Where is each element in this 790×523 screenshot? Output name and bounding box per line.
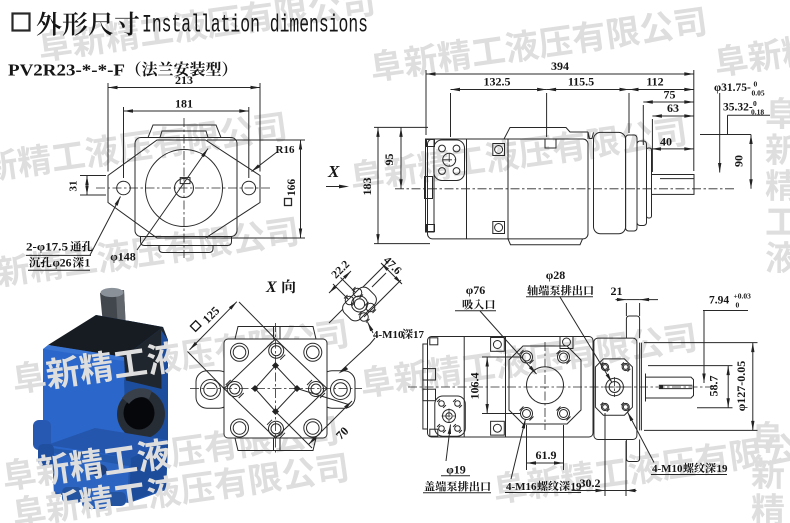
svg-text:Installation dimensions: Installation dimensions [142, 11, 368, 40]
svg-text:22.2: 22.2 [330, 258, 353, 281]
svg-text:132.5: 132.5 [484, 75, 511, 89]
svg-text:φ148: φ148 [110, 250, 136, 264]
svg-text:0: 0 [753, 99, 757, 108]
svg-text:2-φ17.5: 2-φ17.5 [26, 242, 68, 254]
svg-text:112: 112 [646, 75, 663, 89]
svg-text:35.32-: 35.32- [723, 102, 753, 114]
svg-text:7.94: 7.94 [709, 295, 729, 307]
svg-text:95: 95 [382, 154, 396, 166]
svg-text:PV2R23-*-*-F: PV2R23-*-*-F [8, 61, 125, 80]
svg-text:61.9: 61.9 [536, 448, 557, 462]
svg-text:19: 19 [571, 481, 583, 493]
svg-text:φ28: φ28 [546, 268, 566, 282]
svg-text:63: 63 [667, 101, 679, 115]
svg-text:+0.03: +0.03 [734, 292, 752, 301]
svg-text:125: 125 [200, 304, 223, 327]
svg-text:90: 90 [732, 155, 746, 167]
svg-text:106.4: 106.4 [468, 373, 482, 400]
svg-text:30.2: 30.2 [580, 476, 601, 490]
svg-text:183: 183 [360, 178, 374, 196]
svg-text:φ31.75-: φ31.75- [714, 82, 751, 94]
svg-text:X: X [327, 162, 340, 181]
svg-text:φ19: φ19 [446, 463, 466, 477]
svg-text:1: 1 [85, 258, 91, 270]
svg-text:0.05: 0.05 [752, 89, 765, 98]
svg-text:17: 17 [413, 329, 425, 341]
svg-text:4-M10: 4-M10 [373, 329, 404, 341]
svg-text:R16: R16 [276, 144, 295, 156]
svg-text:31: 31 [68, 181, 80, 192]
svg-text:φ26: φ26 [53, 258, 72, 270]
svg-text:213: 213 [175, 73, 193, 87]
svg-text:4-M10: 4-M10 [652, 463, 683, 475]
svg-text:394: 394 [551, 59, 569, 73]
svg-text:φ127-0.05: φ127-0.05 [734, 361, 748, 411]
svg-text:X: X [265, 279, 277, 296]
svg-text:0: 0 [754, 80, 758, 89]
svg-text:19: 19 [717, 463, 729, 475]
svg-text:166: 166 [286, 179, 298, 197]
svg-text:4-M16: 4-M16 [506, 481, 537, 493]
svg-text:75: 75 [664, 88, 676, 102]
svg-text:0.18: 0.18 [751, 108, 764, 117]
svg-text:115.5: 115.5 [568, 75, 594, 89]
svg-text:47.6: 47.6 [381, 255, 404, 278]
svg-text:φ76: φ76 [466, 283, 486, 297]
svg-text:58.7: 58.7 [707, 376, 721, 397]
svg-text:181: 181 [175, 97, 193, 111]
svg-text:0: 0 [736, 301, 740, 310]
svg-text:21: 21 [611, 284, 623, 298]
svg-text:40: 40 [660, 135, 672, 149]
